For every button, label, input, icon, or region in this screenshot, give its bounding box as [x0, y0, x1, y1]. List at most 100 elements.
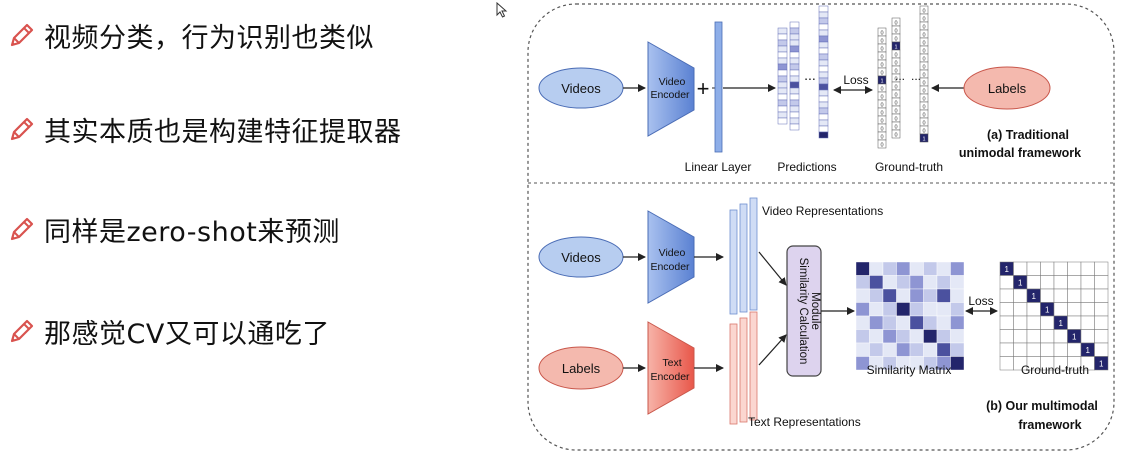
ground-truth-matrix-cell — [1040, 329, 1055, 344]
prediction-cell — [818, 23, 829, 31]
framework-diagram: Videos Video Encoder + Linear Layer ... … — [527, 3, 1115, 451]
prediction-cell — [789, 69, 800, 77]
ground-truth-cell-value: 1 — [894, 44, 897, 50]
prediction-cell — [789, 75, 800, 83]
similarity-cell — [950, 315, 965, 330]
ground-truth-label-top: Ground-truth — [875, 160, 943, 174]
ground-truth-matrix-cell — [999, 275, 1014, 290]
gt-dots-top: ... — [895, 69, 905, 83]
ground-truth-matrix-cell — [1026, 329, 1041, 344]
prediction-cell — [777, 69, 788, 77]
prediction-cell — [789, 105, 800, 113]
prediction-cell — [818, 35, 829, 43]
similarity-cell — [896, 275, 911, 290]
prediction-cell — [777, 75, 788, 83]
similarity-cell — [923, 302, 938, 317]
ground-truth-matrix-cell — [999, 288, 1014, 303]
similarity-cell — [855, 275, 870, 290]
similarity-cell — [855, 302, 870, 317]
ground-truth-cell-value: 1 — [922, 136, 925, 142]
similarity-cell — [936, 261, 951, 276]
ground-truth-cell-value: 0 — [894, 28, 897, 34]
prediction-cell — [818, 53, 829, 61]
ground-truth-cell-value: 0 — [922, 96, 925, 102]
ground-truth-cell — [877, 139, 887, 149]
similarity-cell — [882, 342, 897, 357]
prediction-cell — [818, 89, 829, 97]
prediction-cell — [789, 99, 800, 107]
similarity-cell — [950, 275, 965, 290]
ground-truth-matrix-cell — [1080, 261, 1095, 276]
prediction-cell — [818, 119, 829, 127]
prediction-cell — [777, 105, 788, 113]
similarity-cell — [950, 342, 965, 357]
similarity-cell — [882, 329, 897, 344]
video-repr-bar — [739, 203, 748, 313]
ground-truth-matrix-cell — [1040, 261, 1055, 276]
ground-truth-cell-value: 0 — [922, 64, 925, 70]
ground-truth-cell-value: 0 — [880, 142, 883, 148]
ground-truth-matrix-cell — [1026, 315, 1041, 330]
bullet-item: 同样是zero-shot来预测 — [6, 210, 340, 249]
ground-truth-matrix-cell — [1026, 261, 1041, 276]
mouse-cursor-icon — [496, 2, 508, 18]
ground-truth-matrix-cell — [1080, 315, 1095, 330]
bullet-text: 视频分类，行为识别也类似 — [44, 23, 374, 54]
pencil-icon — [10, 117, 34, 140]
similarity-cell — [936, 275, 951, 290]
ground-truth-matrix-cell — [1040, 288, 1055, 303]
ground-truth-matrix-cell — [1080, 302, 1095, 317]
ground-truth-matrix-value: 1 — [1059, 319, 1064, 328]
ground-truth-matrix-cell — [1067, 288, 1082, 303]
text-repr-bar — [729, 323, 738, 425]
ground-truth-matrix-cell — [1013, 315, 1028, 330]
similarity-cell — [909, 329, 924, 344]
bullet-item: 视频分类，行为识别也类似 — [6, 16, 374, 55]
ground-truth-matrix-value: 1 — [1018, 278, 1023, 287]
ground-truth-matrix-cell — [999, 315, 1014, 330]
prediction-cell — [777, 39, 788, 47]
similarity-cell — [869, 302, 884, 317]
bullet-text: 其实本质也是构建特征提取器 — [44, 117, 402, 148]
caption-b-line1: (b) Our multimodal — [986, 399, 1098, 413]
similarity-cell — [869, 315, 884, 330]
similarity-cell — [896, 302, 911, 317]
ground-truth-matrix-cell — [1013, 288, 1028, 303]
ground-truth-matrix-cell — [1094, 288, 1109, 303]
similarity-cell — [855, 329, 870, 344]
similarity-cell — [855, 315, 870, 330]
ground-truth-cell-value: 0 — [880, 86, 883, 92]
predictions-columns — [777, 5, 829, 139]
prediction-cell — [777, 51, 788, 59]
prediction-cell — [789, 63, 800, 71]
prediction-cell — [777, 33, 788, 41]
ground-truth-cell-value: 1 — [880, 78, 883, 84]
loss-label-bottom: Loss — [968, 294, 993, 308]
ground-truth-cell-value: 0 — [922, 112, 925, 118]
ground-truth-matrix-cell — [1040, 315, 1055, 330]
prediction-cell — [789, 87, 800, 95]
similarity-cell — [909, 275, 924, 290]
pencil-icon — [10, 217, 34, 240]
ground-truth-matrix-cell — [1067, 261, 1082, 276]
ground-truth-cell-value: 0 — [894, 100, 897, 106]
prediction-cell — [818, 95, 829, 103]
similarity-cell — [869, 329, 884, 344]
labels-node-top — [963, 66, 1051, 110]
ground-truth-matrix-cell — [999, 302, 1014, 317]
prediction-cell — [818, 59, 829, 67]
prediction-cell — [818, 83, 829, 91]
ground-truth-cell-value: 0 — [922, 48, 925, 54]
ground-truth-matrix-value: 1 — [1032, 292, 1037, 301]
ground-truth-cell-value: 0 — [922, 16, 925, 22]
ground-truth-matrix-cell — [999, 356, 1014, 371]
ground-truth-cell-value: 0 — [894, 52, 897, 58]
prediction-cell — [789, 27, 800, 35]
similarity-cell — [923, 288, 938, 303]
arrow — [758, 334, 787, 366]
similarity-cell — [950, 356, 965, 371]
bullet-text: 同样是zero-shot来预测 — [44, 217, 340, 248]
plus-sign: + — [697, 76, 710, 101]
ground-truth-cell-value: 0 — [922, 8, 925, 14]
prediction-cell — [818, 65, 829, 73]
